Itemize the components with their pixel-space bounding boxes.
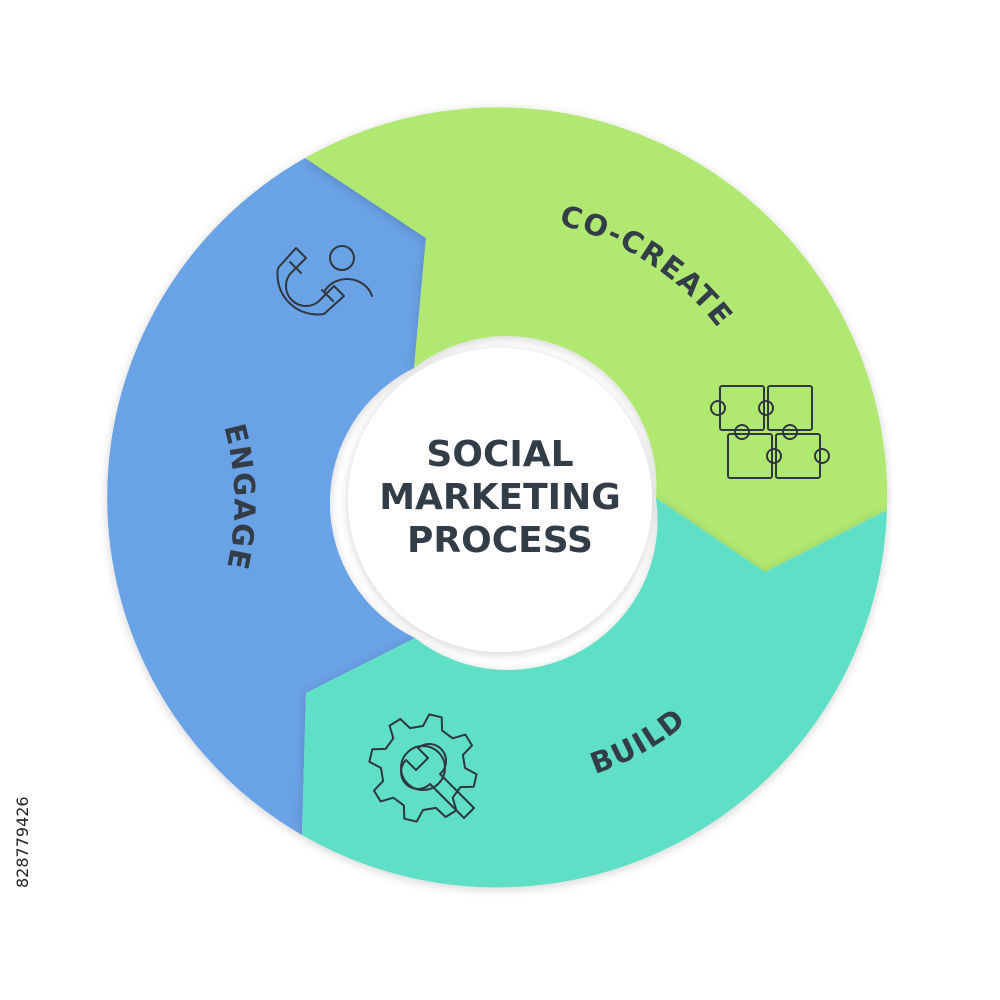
segment-co-create [305, 107, 888, 573]
center-title-line-3: PROCESS [407, 520, 593, 561]
gear-wrench-icon [368, 713, 478, 823]
magnet-person-icon [276, 245, 373, 316]
puzzle-icon [710, 385, 830, 479]
center-title-line-1: SOCIAL [426, 434, 573, 475]
segment-engage [107, 158, 427, 835]
center-circle [348, 348, 652, 652]
center-title-line-2: MARKETING [379, 477, 621, 518]
stock-id-watermark: 828779426 [13, 796, 32, 888]
segment-build [302, 498, 887, 888]
